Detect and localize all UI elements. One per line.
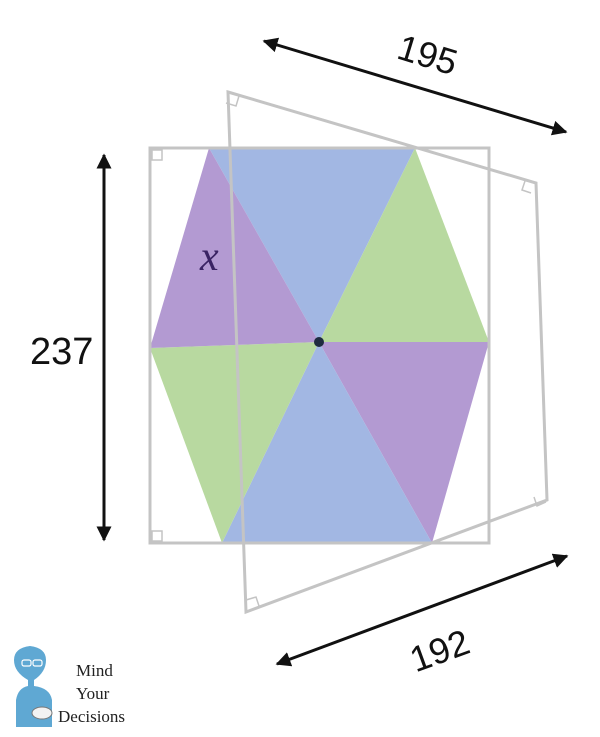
logo-line-mind: Mind [76,661,113,680]
logo-line-decisions: Decisions [58,707,125,726]
tilted-rectangle [226,89,549,615]
triangle-lower-left-green [150,342,319,543]
triangle-bottom-blue [222,342,432,543]
logo: Mind Your Decisions [14,646,125,727]
logo-head-icon [14,646,53,727]
center-point [314,337,324,347]
triangle-top-blue [209,148,415,342]
upright-rectangle [148,146,491,545]
logo-line-your: Your [76,684,110,703]
label-237: 237 [30,331,93,373]
right-angle-mark [151,149,163,161]
triangle-lower-right-purple [319,342,489,543]
right-angle-mark [225,95,240,107]
right-angle-mark [533,496,547,508]
bottom-side-arrow [275,553,569,667]
top-side-arrow [262,37,568,136]
right-angle-mark [151,530,163,542]
triangle-upper-right-green [319,148,489,342]
right-angle-mark [245,596,260,607]
label-192: 192 [404,621,474,680]
label-195: 195 [393,26,462,83]
right-angle-mark [521,180,532,194]
variable-x: x [199,234,219,280]
